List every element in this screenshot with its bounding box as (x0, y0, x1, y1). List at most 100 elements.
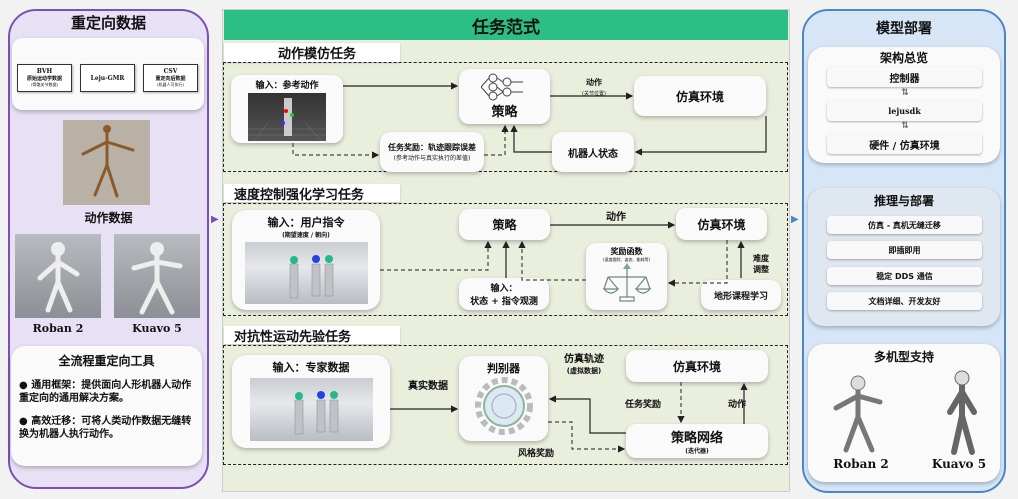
imitation-reward-label: 任务奖励：轨迹跟踪误差 (388, 143, 476, 152)
imitation-reward-sub: (参考动作与真实执行的差值) (393, 155, 471, 162)
motion-data-image (63, 120, 150, 205)
imitation-reward-card: 任务奖励：轨迹跟踪误差 (参考动作与真实执行的差值) (380, 132, 484, 172)
reference-motion-image (248, 93, 326, 142)
expert-sim-image (249, 378, 373, 441)
tool-bullet-2: ● 高效迁移：可将人类动作数据无缝转换为机器人执行动作。 (19, 416, 192, 440)
arrow-right-icon: ▶ (211, 214, 219, 225)
robot-state-label: 机器人状态 (568, 148, 618, 160)
imitation-input-card: 输入：参考动作 (231, 75, 343, 143)
infer-item-sim2real: 仿真 - 真机无缝迁移 (827, 216, 982, 234)
retarget-tool-card: 全流程重定向工具 ● 通用框架：提供面向人形机器人动作重定向的通用解决方案。 ●… (11, 346, 202, 466)
imitation-input-label: 输入：参考动作 (255, 81, 319, 91)
expert-input-card: 输入：专家数据 (232, 355, 390, 448)
kuavo-image (114, 234, 200, 318)
multi-model-title: 多机型支持 (873, 350, 934, 364)
retarget-tool-title: 全流程重定向工具 (58, 354, 155, 368)
velocity-sim-image (244, 242, 368, 304)
kuavo-robot-figure (947, 370, 977, 455)
motion-data-label: 动作数据 (84, 211, 133, 225)
expert-input-label: 输入：专家数据 (272, 361, 350, 374)
infer-item-plug-play: 即插即用 (827, 241, 982, 259)
infer-item-docs: 文档详细、开发友好 (827, 292, 982, 310)
flow-bvh-sub: 原始运动学数据 (26, 76, 62, 82)
arrow-right-icon-2: ▶ (791, 214, 799, 225)
tab-imitation: 动作模仿任务 (224, 43, 400, 62)
balance-scale-icon (602, 263, 651, 302)
sim-trajectory-sub: (虚拟数据) (566, 367, 602, 375)
real-data-label: 真实数据 (408, 381, 448, 392)
observation-label-2: 状态 + 指令观测 (470, 297, 538, 307)
retarget-title: 重定向数据 (70, 14, 146, 32)
action-sub: (关节位置) (582, 91, 606, 97)
brain-gear-icon (474, 377, 533, 435)
arch-lejusdk: lejusdk (827, 101, 982, 121)
neural-network-icon (481, 73, 523, 101)
imitation-section (223, 62, 788, 172)
discriminator-label: 判别器 (487, 362, 520, 375)
velocity-section (223, 203, 788, 316)
imitation-policy-label: 策略 (491, 105, 518, 120)
velocity-action-label: 动作 (606, 212, 626, 223)
arch-controller: 控制器 (827, 67, 982, 87)
kuavo-label: Kuavo 5 (132, 322, 182, 335)
robot-state-card: 机器人状态 (552, 132, 634, 172)
observation-label-1: 输入： (490, 284, 518, 294)
roban-robot-figure (833, 375, 883, 453)
policy-network-card: 策略网络 (迭代器) (626, 424, 768, 458)
inference-title: 推理与部署 (873, 194, 934, 208)
swap-arrows-icon: ⇅ (901, 88, 909, 98)
velocity-input-card: 输入：用户指令 (期望速度 / 朝向) (232, 210, 380, 310)
observation-card: 输入： 状态 + 指令观测 (459, 278, 549, 310)
reward-function-label: 奖励函数 (610, 247, 643, 256)
tab-velocity: 速度控制强化学习任务 (224, 184, 400, 203)
imitation-env-card: 仿真环境 (634, 76, 766, 116)
action-text: 动作 (586, 78, 602, 87)
multi-model-card: 多机型支持 (808, 344, 1000, 482)
multi-kuavo-label: Kuavo 5 (931, 457, 987, 471)
reward-function-sub: (速度跟踪、姿态、能耗等) (602, 257, 651, 262)
task-reward-label: 任务奖励 (624, 400, 661, 410)
style-reward-label: 风格奖励 (517, 449, 554, 459)
discriminator-card: 判别器 (459, 356, 548, 441)
imitation-policy-card: 策略 (459, 69, 550, 124)
reward-function-card: 奖励函数 (速度跟踪、姿态、能耗等) (586, 243, 667, 310)
difficulty-label: 难度 调整 (753, 254, 769, 274)
flow-csv-sub: 重定向后数据 (155, 76, 186, 82)
policy-network-sub: (迭代器) (685, 448, 709, 455)
flow-csv-note: (机器人可执行) (156, 82, 185, 87)
sim-trajectory-text: 仿真轨迹 (564, 354, 604, 365)
terrain-curriculum-label: 地形课程学习 (713, 291, 768, 302)
roban-image (15, 234, 101, 318)
sim-trajectory-label: 仿真轨迹 (虚拟数据) (556, 350, 612, 376)
imitation-action-label: 动作 (关节位置) (570, 77, 618, 97)
flow-bvh-title: BVH (36, 68, 53, 75)
policy-network-label: 策略网络 (670, 431, 723, 446)
skeleton-figure (81, 125, 135, 198)
adversarial-section (223, 345, 788, 465)
arch-title: 架构总览 (879, 51, 928, 65)
roban-label: Roban 2 (32, 322, 84, 335)
velocity-input-label: 输入：用户指令 (267, 216, 345, 229)
arch-hardware: 硬件 / 仿真环境 (827, 134, 982, 154)
flow-csv-title: CSV (163, 68, 178, 75)
flow-csv: CSV 重定向后数据 (机器人可执行) (143, 64, 198, 92)
imitation-env-label: 仿真环境 (675, 89, 724, 104)
flow-bvh-note: (骨骼关节数据) (30, 82, 59, 87)
adversarial-env-label: 仿真环境 (672, 359, 721, 374)
flow-gmr: Leju-GMR (80, 64, 135, 92)
deploy-title: 模型部署 (876, 21, 932, 37)
velocity-env-card: 仿真环境 (676, 208, 767, 240)
flow-gmr-title: Leju-GMR (90, 74, 125, 82)
infer-item-dds: 稳定 DDS 通信 (827, 267, 982, 285)
swap-arrows-icon-2: ⇅ (901, 121, 909, 131)
terrain-curriculum-card: 地形课程学习 (701, 280, 781, 310)
tab-adversarial: 对抗性运动先验任务 (224, 326, 400, 345)
multi-roban-label: Roban 2 (833, 457, 889, 471)
flow-bvh: BVH 原始运动学数据 (骨骼关节数据) (17, 64, 72, 92)
adversarial-env-card: 仿真环境 (626, 350, 768, 382)
task-title-bar: 任务范式 (224, 10, 788, 40)
velocity-input-sub: (期望速度 / 朝向) (282, 232, 330, 239)
velocity-env-label: 仿真环境 (697, 217, 746, 232)
velocity-policy-label: 策略 (492, 218, 517, 232)
adversarial-action-label: 动作 (727, 400, 746, 410)
